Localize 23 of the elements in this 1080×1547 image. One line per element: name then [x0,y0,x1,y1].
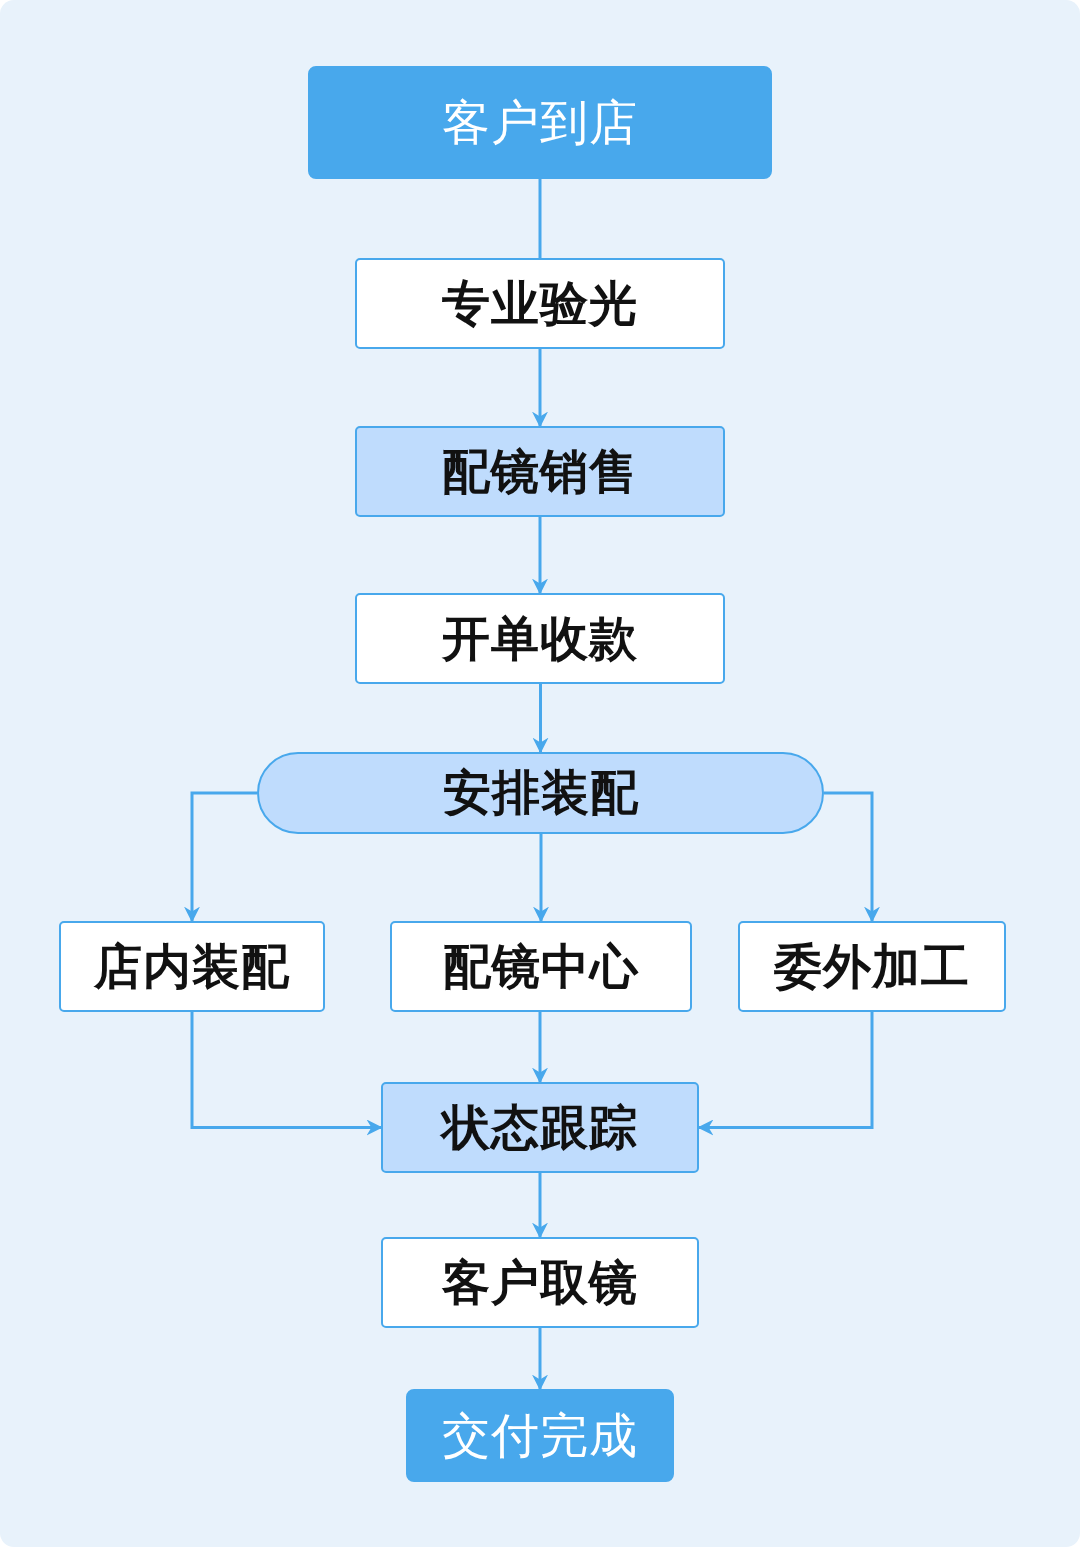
connector-line [538,179,542,258]
process-box: 配镜中心 [390,921,692,1012]
arrow [532,1173,548,1239]
arrow [184,791,257,923]
process-box: 配镜销售 [355,426,725,517]
arrow [532,684,549,754]
arrow [532,517,548,595]
arrow [532,1012,548,1084]
process-box: 客户取镜 [381,1237,699,1328]
process-box: 状态跟踪 [381,1082,699,1173]
process-box: 店内装配 [59,921,325,1012]
arrow [190,1012,383,1136]
rounded-process-box: 安排装配 [257,752,824,834]
arrow [533,834,549,923]
terminal-box: 交付完成 [406,1389,674,1482]
process-box: 专业验光 [355,258,725,349]
arrow [532,1328,548,1391]
process-box: 委外加工 [738,921,1006,1012]
process-box: 开单收款 [355,593,725,684]
terminal-box: 客户到店 [308,66,772,179]
arrow [824,791,880,923]
arrow [532,349,548,428]
arrow [697,1012,874,1136]
